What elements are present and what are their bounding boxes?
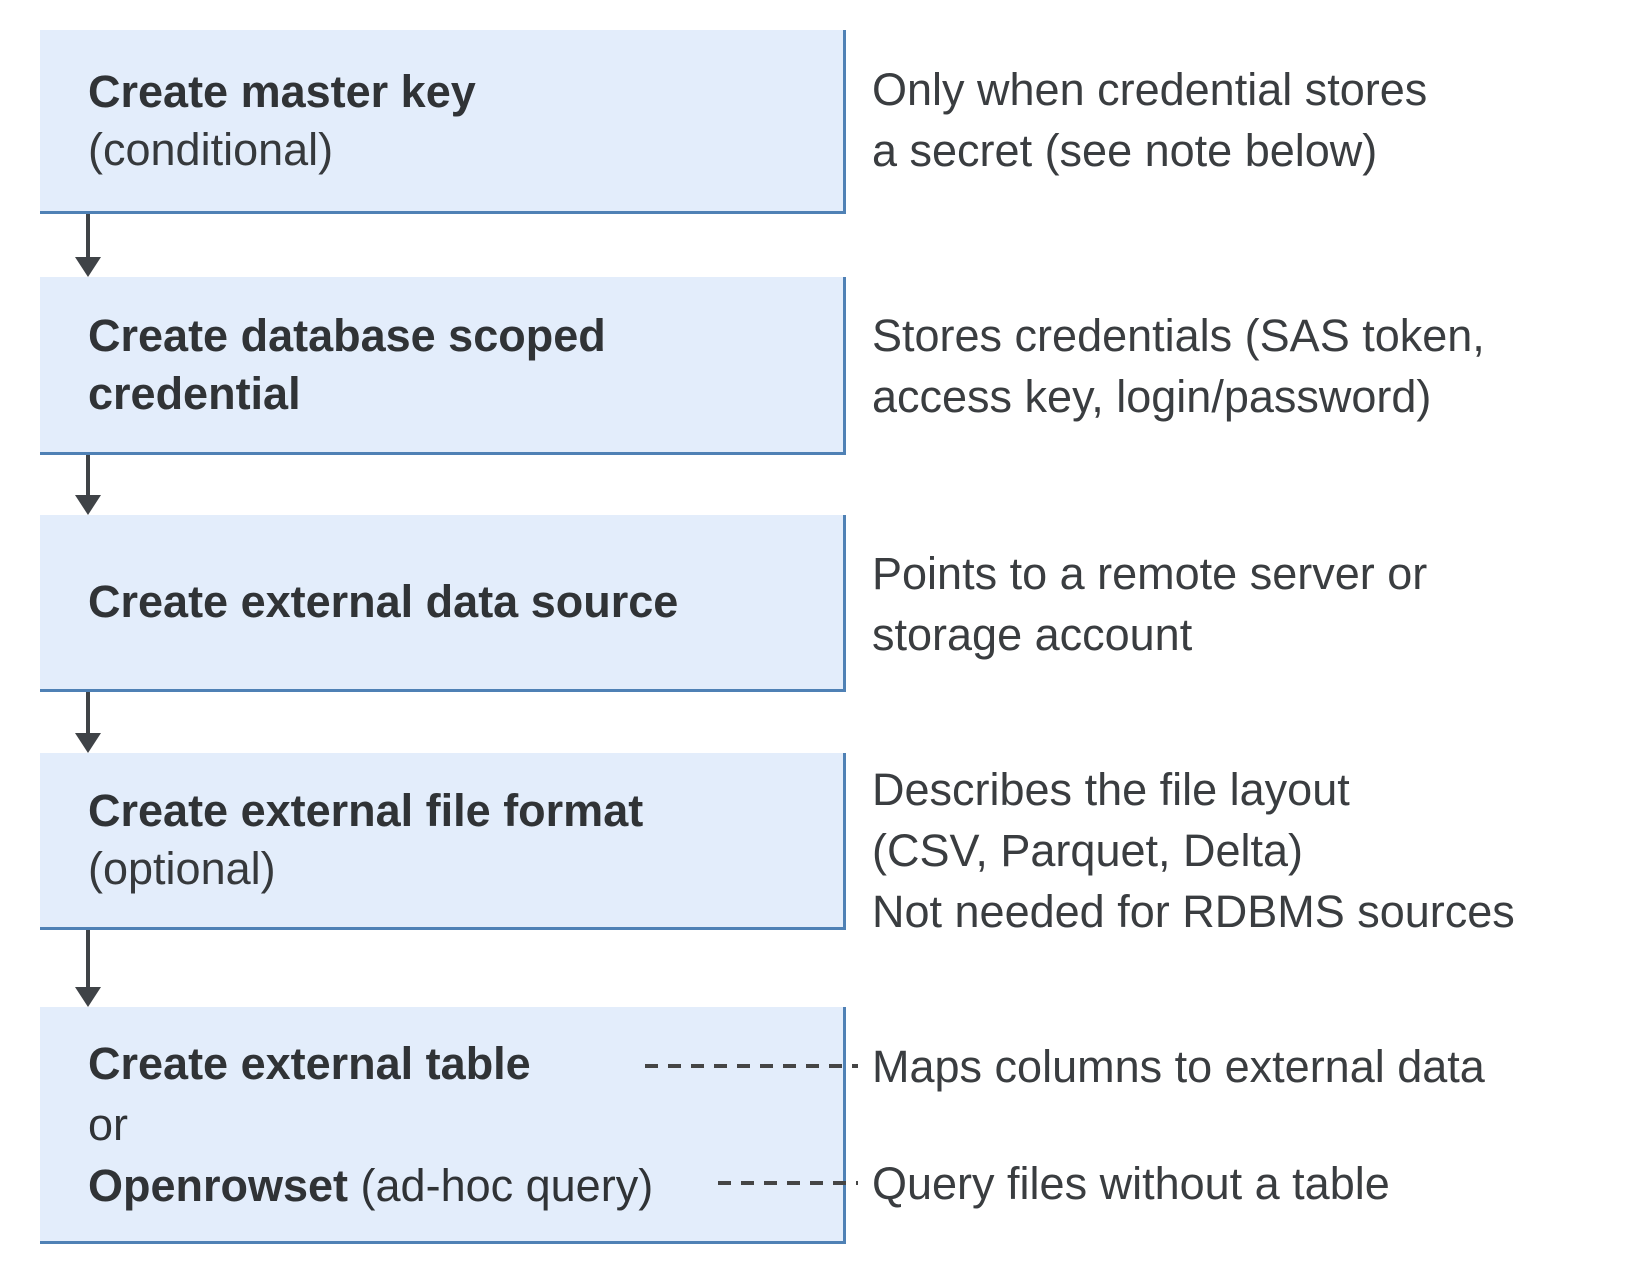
step-box-create-master-key: Create master key (conditional) (40, 30, 846, 214)
arrow-head (75, 257, 101, 277)
annotation-openrowset: Query files without a table (872, 1153, 1618, 1214)
step-box-create-external-table-or-openrowset: Create external table or Openrowset (ad-… (40, 1007, 846, 1244)
arrow-shaft (86, 455, 90, 495)
annotation-master-key: Only when credential stores a secret (se… (872, 25, 1618, 215)
annotation-external-table: Maps columns to external data (872, 1036, 1618, 1097)
arrow-head (75, 733, 101, 753)
step-title: Openrowset (88, 1159, 349, 1211)
arrow-shaft (86, 930, 90, 987)
annotation-line: Only when credential stores (872, 64, 1428, 115)
arrow-shaft (86, 214, 90, 257)
annotation-line: Points to a remote server or (872, 547, 1428, 599)
step-or-label: or (88, 1098, 129, 1150)
annotation-line: access key, login/password) (872, 371, 1432, 422)
dashed-connector-openrowset (718, 1181, 858, 1185)
step-title: Create external table (88, 1037, 531, 1089)
step-subtitle: (optional) (88, 843, 276, 894)
step-title: Create external data source (88, 576, 679, 627)
step-title: Create external file format (88, 785, 644, 836)
step-box-create-external-file-format: Create external file format (optional) (40, 753, 846, 930)
step-box-create-external-data-source: Create external data source (40, 515, 846, 692)
arrow-head (75, 987, 101, 1007)
step-title: Create database scoped credential (88, 309, 606, 419)
annotation-line: Describes the file layout (872, 764, 1350, 815)
annotation-external-data-source: Points to a remote server or storage acc… (872, 515, 1618, 692)
annotation-line: storage account (872, 608, 1193, 660)
annotation-line: Maps columns to external data (872, 1041, 1485, 1092)
step-subtitle: (conditional) (88, 123, 334, 175)
annotation-line: Query files without a table (872, 1158, 1390, 1209)
step-box-create-database-scoped-credential: Create database scoped credential (40, 277, 846, 455)
step-title-suffix: (ad-hoc query) (348, 1159, 654, 1211)
annotation-scoped-credential: Stores credentials (SAS token, access ke… (872, 277, 1618, 455)
step-title: Create master key (88, 65, 476, 117)
step-title-line: Openrowset (ad-hoc query) (88, 1155, 803, 1216)
annotation-line: Stores credentials (SAS token, (872, 310, 1485, 361)
annotation-line: (CSV, Parquet, Delta) (872, 825, 1304, 876)
annotation-line: a secret (see note below) (872, 125, 1378, 176)
annotation-line: Not needed for RDBMS sources (872, 886, 1515, 937)
arrow-shaft (86, 692, 90, 733)
arrow-head (75, 495, 101, 515)
dashed-connector-external-table (645, 1064, 858, 1068)
step-title-line: Create external table (88, 1033, 803, 1094)
annotation-external-file-format: Describes the file layout (CSV, Parquet,… (872, 753, 1618, 948)
